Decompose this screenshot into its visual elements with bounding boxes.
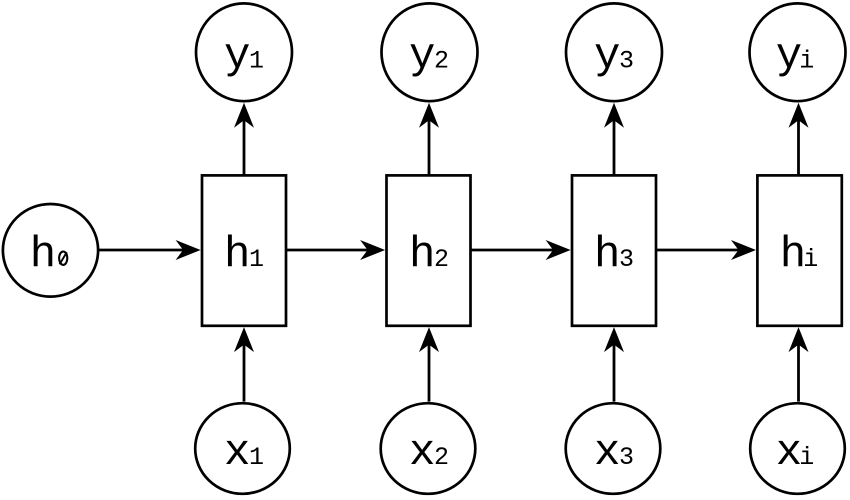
svg-text:h2: h2: [409, 230, 449, 280]
svg-text:xi: xi: [776, 428, 814, 478]
svg-text:y2: y2: [409, 32, 449, 82]
svg-text:h: h: [30, 230, 56, 280]
svg-text:yi: yi: [776, 32, 814, 82]
svg-text:h3: h3: [594, 230, 634, 280]
svg-text:x2: x2: [409, 428, 449, 478]
svg-text:h1: h1: [224, 230, 264, 280]
svg-text:x1: x1: [224, 428, 264, 478]
svg-text:y1: y1: [224, 32, 264, 82]
svg-text:y3: y3: [594, 32, 634, 82]
svg-text:hi: hi: [780, 230, 818, 280]
svg-text:x3: x3: [594, 428, 634, 478]
